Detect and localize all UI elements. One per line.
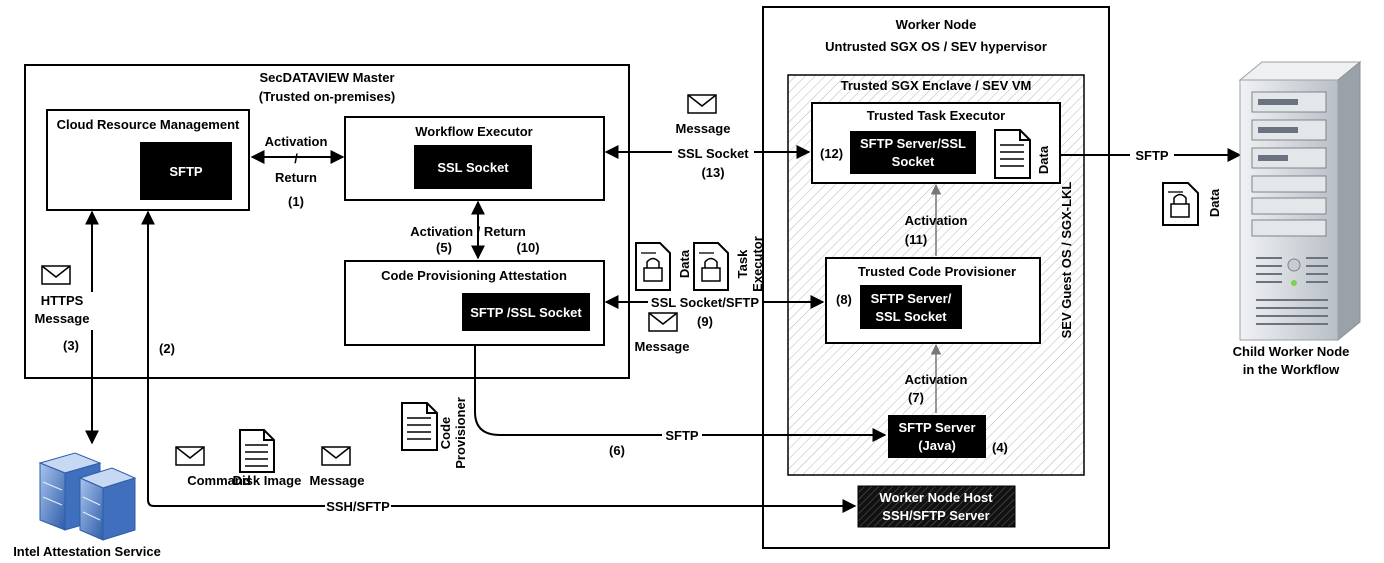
sftp-java-line2: (Java)	[918, 438, 956, 453]
host-line1: Worker Node Host	[879, 490, 993, 505]
label-https-message: Message	[35, 311, 90, 326]
worker-node-host-box: Worker Node Host SSH/SFTP Server	[857, 485, 1016, 528]
tte-inner-line1: SFTP Server/SSL	[860, 136, 966, 151]
tte-title: Trusted Task Executor	[867, 108, 1005, 123]
label-ssl-socket-sftp: SSL Socket/SFTP	[651, 295, 759, 310]
we-title: Workflow Executor	[415, 124, 533, 139]
label-command: Command	[187, 473, 251, 488]
arrow-labels: Activation / Return (1) Activation / Ret…	[35, 121, 1222, 514]
label-message-2: Message	[635, 339, 690, 354]
label-n10: (10)	[516, 240, 539, 255]
label-data-child: Data	[1207, 188, 1222, 217]
label-n6: (6)	[609, 443, 625, 458]
crm-inner: SFTP	[169, 164, 203, 179]
label-n3: (3)	[63, 338, 79, 353]
worker-node-title: Worker Node	[896, 17, 977, 32]
tte-data-label: Data	[1036, 145, 1051, 174]
label-sftp-6: SFTP	[665, 428, 699, 443]
data-document-icon	[994, 129, 1031, 179]
label-activation: Activation	[265, 134, 328, 149]
trusted-task-executor-box: Trusted Task Executor SFTP Server/SSL So…	[811, 102, 1061, 184]
label-message: Message	[676, 121, 731, 136]
label-activation-11: Activation	[905, 213, 968, 228]
host-line2: SSH/SFTP Server	[882, 508, 989, 523]
label-return: Return	[275, 170, 317, 185]
worker-node-subtitle: Untrusted SGX OS / SEV hypervisor	[825, 39, 1047, 54]
label-activation-return: Activation / Return	[410, 224, 526, 239]
envelope-icon	[321, 446, 351, 466]
workflow-executor-box: Workflow Executor SSL Socket	[344, 116, 605, 201]
disk-image-document-icon	[239, 429, 275, 473]
label-n13: (13)	[701, 165, 724, 180]
label-https: HTTPS	[41, 293, 84, 308]
we-inner: SSL Socket	[437, 160, 509, 175]
envelope-icon	[687, 94, 717, 114]
sftp-java-line1: SFTP Server	[898, 420, 975, 435]
tcp-title: Trusted Code Provisioner	[858, 264, 1016, 279]
tcp-inner-line2: SSL Socket	[875, 309, 947, 324]
label-n1: (1)	[288, 194, 304, 209]
code-document-icon	[401, 402, 438, 451]
label-sftp-child: SFTP	[1135, 148, 1169, 163]
code-provisioning-attestation-box: Code Provisioning Attestation SFTP /SSL …	[344, 260, 605, 346]
envelope-icon	[648, 312, 678, 332]
cpa-inner: SFTP /SSL Socket	[470, 305, 582, 320]
locked-document-icon	[635, 242, 671, 291]
label-executor: Executor	[750, 236, 765, 292]
ias-label: Intel Attestation Service	[13, 544, 161, 559]
envelope-icon	[41, 265, 71, 285]
label-task: Task	[735, 249, 750, 278]
cloud-resource-management-box: Cloud Resource Management SFTP	[46, 109, 250, 211]
label-data: Data	[677, 249, 692, 278]
child-node-line2: in the Workflow	[1243, 362, 1340, 377]
trusted-code-provisioner-box: Trusted Code Provisioner SFTP Server/ SS…	[825, 257, 1041, 344]
label-ssh-sftp: SSH/SFTP	[326, 499, 390, 514]
locked-document-icon	[1162, 182, 1199, 226]
master-title: SecDATAVIEW Master	[259, 70, 394, 85]
locked-document-icon	[693, 242, 729, 291]
label-activation-7: Activation	[905, 372, 968, 387]
label-n9: (9)	[697, 314, 713, 329]
arrow-crm-host	[141, 210, 857, 513]
label-message-3: Message	[310, 473, 365, 488]
server-tower-icon	[1238, 60, 1362, 342]
label-n2: (2)	[159, 341, 175, 356]
server-rack-icon	[38, 452, 137, 541]
sftp-server-java-box: SFTP Server (Java) (4)	[888, 415, 1008, 458]
tte-inner-line2: Socket	[892, 154, 935, 169]
envelope-icon	[175, 446, 205, 466]
label-slash: /	[294, 151, 298, 166]
label-n7: (7)	[908, 390, 924, 405]
crm-title: Cloud Resource Management	[57, 117, 240, 132]
sftp-java-number: (4)	[992, 440, 1008, 455]
master-subtitle: (Trusted on-premises)	[259, 89, 396, 104]
label-ssl-socket: SSL Socket	[677, 146, 749, 161]
enclave-title: Trusted SGX Enclave / SEV VM	[841, 78, 1032, 93]
child-node-line1: Child Worker Node	[1233, 344, 1350, 359]
label-n5: (5)	[436, 240, 452, 255]
label-disk-image: Disk Image	[233, 473, 302, 488]
label-code: Code	[438, 417, 453, 450]
tcp-number: (8)	[836, 292, 852, 307]
tte-number: (12)	[820, 146, 843, 161]
enclave-side-label: SEV Guest OS / SGX-LKL	[1059, 182, 1074, 339]
label-n11: (11)	[905, 232, 927, 247]
tcp-inner-line1: SFTP Server/	[871, 291, 952, 306]
label-provisioner: Provisioner	[453, 397, 468, 469]
cpa-title: Code Provisioning Attestation	[381, 268, 567, 283]
